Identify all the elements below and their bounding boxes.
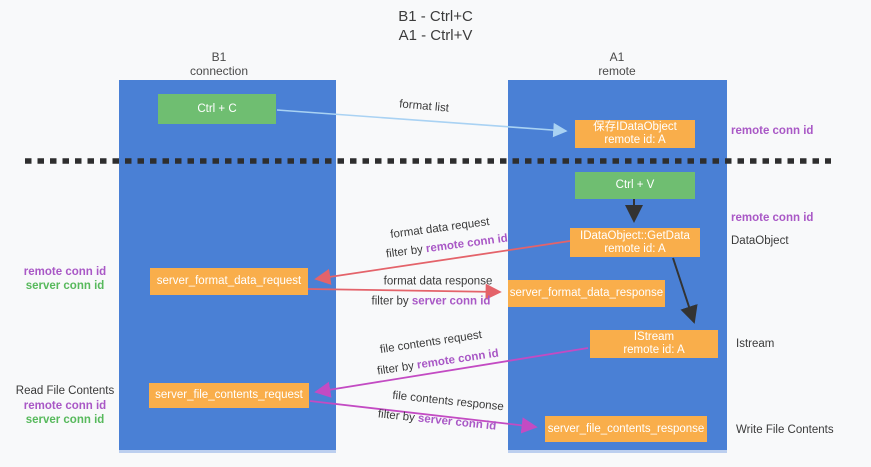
- filter-by-text: filter by: [371, 295, 412, 308]
- remote-conn-id-key: remote conn id: [425, 232, 509, 256]
- istream-line2: remote id: A: [623, 344, 685, 356]
- istream-side-label: Istream: [736, 338, 775, 350]
- server-file-contents-request-node: server_file_contents_request: [149, 383, 309, 408]
- filter-by-text: filter by: [377, 408, 419, 425]
- getdata-line2: remote id: A: [604, 242, 666, 255]
- left-server-conn-id-bottom-label: server conn id: [25, 414, 105, 426]
- getdata-node: IDataObject::GetData remote id: A: [570, 228, 700, 257]
- server-file-contents-response-label: server_file_contents_response: [547, 422, 705, 435]
- save-dataobject-line2: remote id: A: [604, 134, 666, 146]
- istream-line1: IStream: [633, 331, 675, 343]
- format-data-response-arrow: [307, 283, 502, 300]
- write-file-contents-label: Write File Contents: [736, 424, 834, 436]
- filter-by-text: filter by: [376, 359, 418, 378]
- left-remote-conn-id-top-label: remote conn id: [23, 266, 107, 278]
- save-dataobject-node: 保存IDataObject remote id: A: [575, 120, 695, 148]
- title-line-1: B1 - Ctrl+C: [398, 8, 473, 25]
- server-format-data-request-label: server_format_data_request: [156, 275, 302, 287]
- ctrl-v-label: Ctrl + V: [615, 179, 655, 191]
- diagram-title: B1 - Ctrl+C A1 - Ctrl+V: [0, 7, 871, 45]
- lane-b1-name: B1: [211, 50, 227, 64]
- istream-node: IStream remote id: A: [590, 330, 718, 358]
- read-file-contents-label: Read File Contents: [15, 385, 115, 397]
- format-data-response-label: format data response: [383, 275, 493, 288]
- format-list-label: format list: [398, 98, 450, 115]
- save-dataobject-line1: 保存IDataObject: [593, 121, 677, 133]
- lane-a1-name: A1: [609, 50, 625, 64]
- left-conn-id-block-bottom: remote conn id server conn id: [15, 399, 115, 427]
- format-data-response-filter-label: filter by server conn id: [372, 296, 491, 309]
- remote-conn-id-key: remote conn id: [416, 347, 500, 372]
- left-conn-id-block-top: remote conn id server conn id: [15, 265, 115, 293]
- lane-header-b1: B1 connection: [119, 50, 319, 78]
- left-remote-conn-id-bottom-label: remote conn id: [23, 400, 107, 412]
- lane-a1-role: remote: [598, 64, 636, 78]
- lane-header-a1: A1 remote: [517, 50, 717, 78]
- server-conn-id-key: server conn id: [417, 412, 497, 433]
- title-line-2: A1 - Ctrl+V: [398, 27, 473, 44]
- ctrl-c-node: Ctrl + C: [158, 94, 276, 124]
- server-conn-id-key: server conn id: [411, 295, 491, 308]
- server-format-data-request-node: server_format_data_request: [150, 268, 308, 295]
- ctrl-c-label: Ctrl + C: [197, 102, 237, 115]
- server-file-contents-response-node: server_file_contents_response: [545, 416, 707, 442]
- server-file-contents-request-label: server_file_contents_request: [155, 389, 303, 401]
- ctrl-v-node: Ctrl + V: [575, 172, 695, 199]
- getdata-line1: IDataObject::GetData: [580, 229, 690, 242]
- right-remote-conn-id-top-label: remote conn id: [731, 125, 814, 137]
- server-format-data-response-label: server_format_data_response: [509, 287, 664, 299]
- file-contents-response-filter-label: filter by server conn id: [377, 408, 497, 433]
- lane-b1-role: connection: [189, 64, 249, 78]
- right-remote-conn-id-mid-label: remote conn id: [731, 212, 814, 224]
- left-server-conn-id-top-label: server conn id: [25, 280, 105, 292]
- dataobject-label: DataObject: [731, 235, 789, 247]
- server-format-data-response-node: server_format_data_response: [508, 280, 665, 307]
- filter-by-text: filter by: [385, 243, 427, 261]
